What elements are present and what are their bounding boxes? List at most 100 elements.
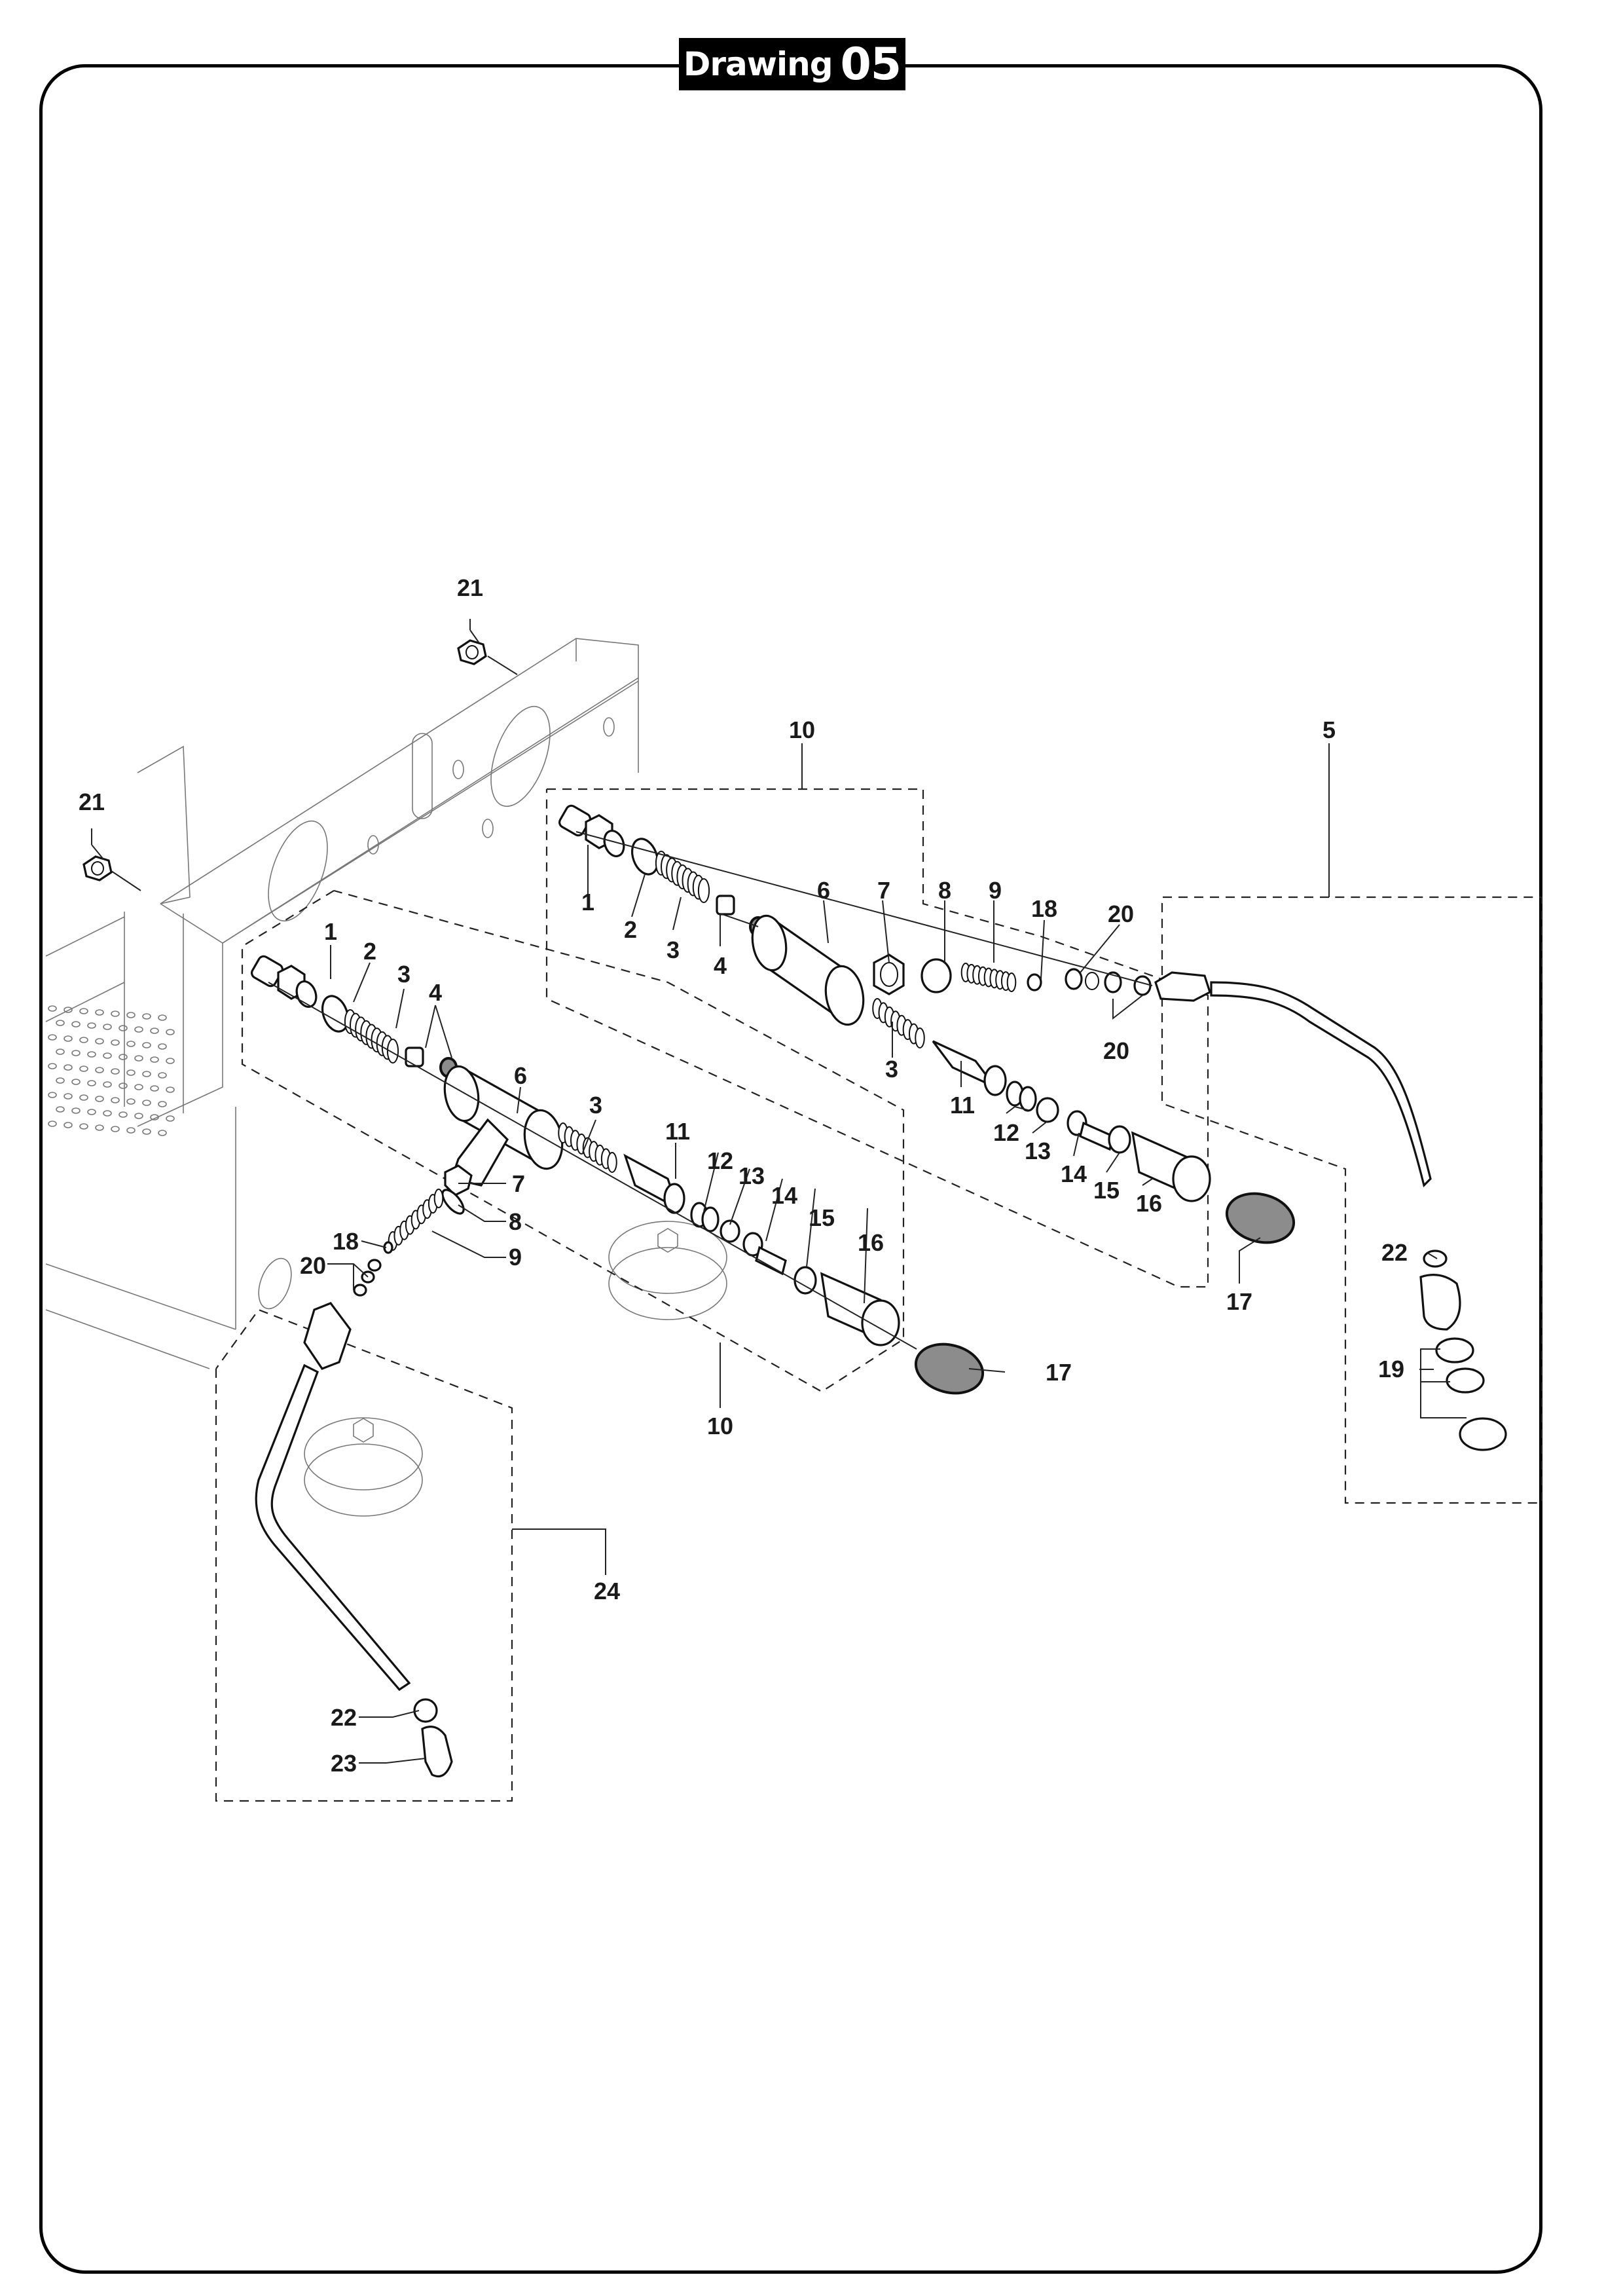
label-lower-14: 14: [771, 1182, 797, 1209]
label-upper-12: 12: [993, 1119, 1019, 1146]
leader-lines: [327, 743, 1467, 1764]
label-upper-16: 16: [1136, 1190, 1162, 1217]
perforation-hole: [87, 1022, 96, 1029]
perforation-hole: [119, 1083, 128, 1089]
perforation-hole: [64, 1007, 73, 1013]
perforation-hole: [111, 1039, 120, 1046]
drawing-title-word: Drawing: [683, 45, 833, 83]
perforation-hole: [111, 1068, 120, 1075]
perforation-hole: [95, 1009, 104, 1016]
label-lower-13: 13: [739, 1162, 765, 1189]
label-upper-20b: 20: [1103, 1037, 1129, 1064]
label-lower-15: 15: [809, 1204, 835, 1231]
perforation-hole: [95, 1067, 104, 1073]
label-lower-20: 20: [300, 1252, 326, 1279]
perforation-hole: [150, 1028, 159, 1034]
label-upper-20a: 20: [1108, 900, 1134, 927]
perforation-hole: [158, 1130, 167, 1136]
perforation-hole: [158, 1043, 167, 1050]
callout-labels: 21 21 10 5 1 2 3 4 6 7 8 9 18 20 20 3 11…: [79, 574, 1408, 1777]
perforation-hole: [79, 1123, 88, 1130]
lower-part-9-spring: [388, 1189, 444, 1251]
perforation-hole: [150, 1085, 159, 1092]
perforation-hole: [111, 1126, 120, 1132]
upper-part-15: [1108, 1125, 1131, 1154]
perforation-hole: [56, 1048, 65, 1055]
perforation-hole: [56, 1106, 65, 1113]
perforation-hole: [103, 1052, 112, 1059]
perforation-hole: [119, 1025, 128, 1031]
perforation-hole: [119, 1111, 128, 1118]
upper-part-9-spring: [960, 963, 1017, 992]
label-lower-7: 7: [512, 1170, 525, 1197]
spring-coil: [386, 1039, 399, 1064]
drawing-title: Drawing 05: [679, 38, 905, 90]
perforation-hole: [103, 1024, 112, 1030]
label-lower-3: 3: [397, 961, 410, 988]
perforation-hole: [71, 1021, 81, 1028]
perforation-hole: [87, 1109, 96, 1115]
lower-part-3-spring: [344, 1009, 399, 1064]
perforation-hole: [64, 1035, 73, 1042]
label-upper-1: 1: [581, 889, 594, 916]
lower-part-17-knob: [914, 1342, 985, 1395]
upper-valve-assembly: [545, 788, 1296, 1288]
perforation-hole: [142, 1042, 151, 1048]
label-upper-6: 6: [817, 877, 830, 904]
perforation-hole: [71, 1107, 81, 1114]
label-lower-12: 12: [707, 1147, 733, 1174]
perforation-hole: [166, 1086, 175, 1093]
label-lower-3b: 3: [589, 1092, 602, 1119]
spring-coil: [433, 1189, 444, 1208]
perforation-hole: [126, 1069, 136, 1076]
label-10-upper: 10: [789, 716, 815, 743]
label-lower-2: 2: [363, 938, 376, 965]
label-upper-2: 2: [624, 916, 637, 943]
perforation-hole: [79, 1037, 88, 1043]
spring-coil: [915, 1028, 925, 1048]
perforation-hole: [48, 1063, 57, 1069]
perforation-hole: [95, 1124, 104, 1131]
part-21-nut-top: [457, 639, 487, 665]
perforation-hole: [166, 1058, 175, 1064]
perforation-hole: [126, 1098, 136, 1105]
perforation-hole: [150, 1056, 159, 1063]
perforation-hole: [142, 1071, 151, 1077]
perforation-hole: [64, 1093, 73, 1100]
label-upper-13: 13: [1025, 1138, 1051, 1164]
upper-part-13: [1036, 1097, 1059, 1123]
perforation-hole: [48, 1034, 57, 1041]
upper-part-20b: [1104, 971, 1122, 993]
perforation-hole: [87, 1080, 96, 1086]
perforation-hole: [142, 1128, 151, 1135]
label-upper-11: 11: [950, 1092, 975, 1119]
label-22-left: 22: [331, 1704, 357, 1731]
perforation-hole: [103, 1081, 112, 1088]
perforation-hole: [166, 1029, 175, 1035]
lower-part-3-spring-lower: [558, 1122, 617, 1173]
machine-frame: [45, 638, 727, 1517]
perforation-hole: [158, 1014, 167, 1021]
perforation-hole: [126, 1012, 136, 1018]
label-upper-14: 14: [1061, 1160, 1087, 1187]
label-22-right: 22: [1381, 1239, 1408, 1266]
upper-part-6-body: [751, 914, 865, 1026]
label-lower-9: 9: [509, 1244, 522, 1270]
perforation-hole: [87, 1051, 96, 1058]
lower-part-6-body: [443, 1065, 564, 1187]
label-24: 24: [594, 1578, 620, 1604]
upper-part-20a: [1065, 968, 1083, 990]
perforation-hole: [119, 1054, 128, 1060]
perforation-hole: [56, 1077, 65, 1084]
perforation-hole: [56, 1020, 65, 1026]
perforation-hole: [166, 1115, 175, 1122]
perforation-hole: [126, 1041, 136, 1047]
perforation-hole: [79, 1065, 88, 1072]
perforation-hole: [142, 1013, 151, 1020]
perforation-hole: [134, 1113, 143, 1119]
spring-coil: [607, 1152, 617, 1173]
upper-part-18: [1027, 973, 1042, 991]
label-upper-8: 8: [938, 877, 951, 904]
label-upper-9: 9: [989, 877, 1002, 904]
label-lower-18: 18: [333, 1228, 359, 1255]
